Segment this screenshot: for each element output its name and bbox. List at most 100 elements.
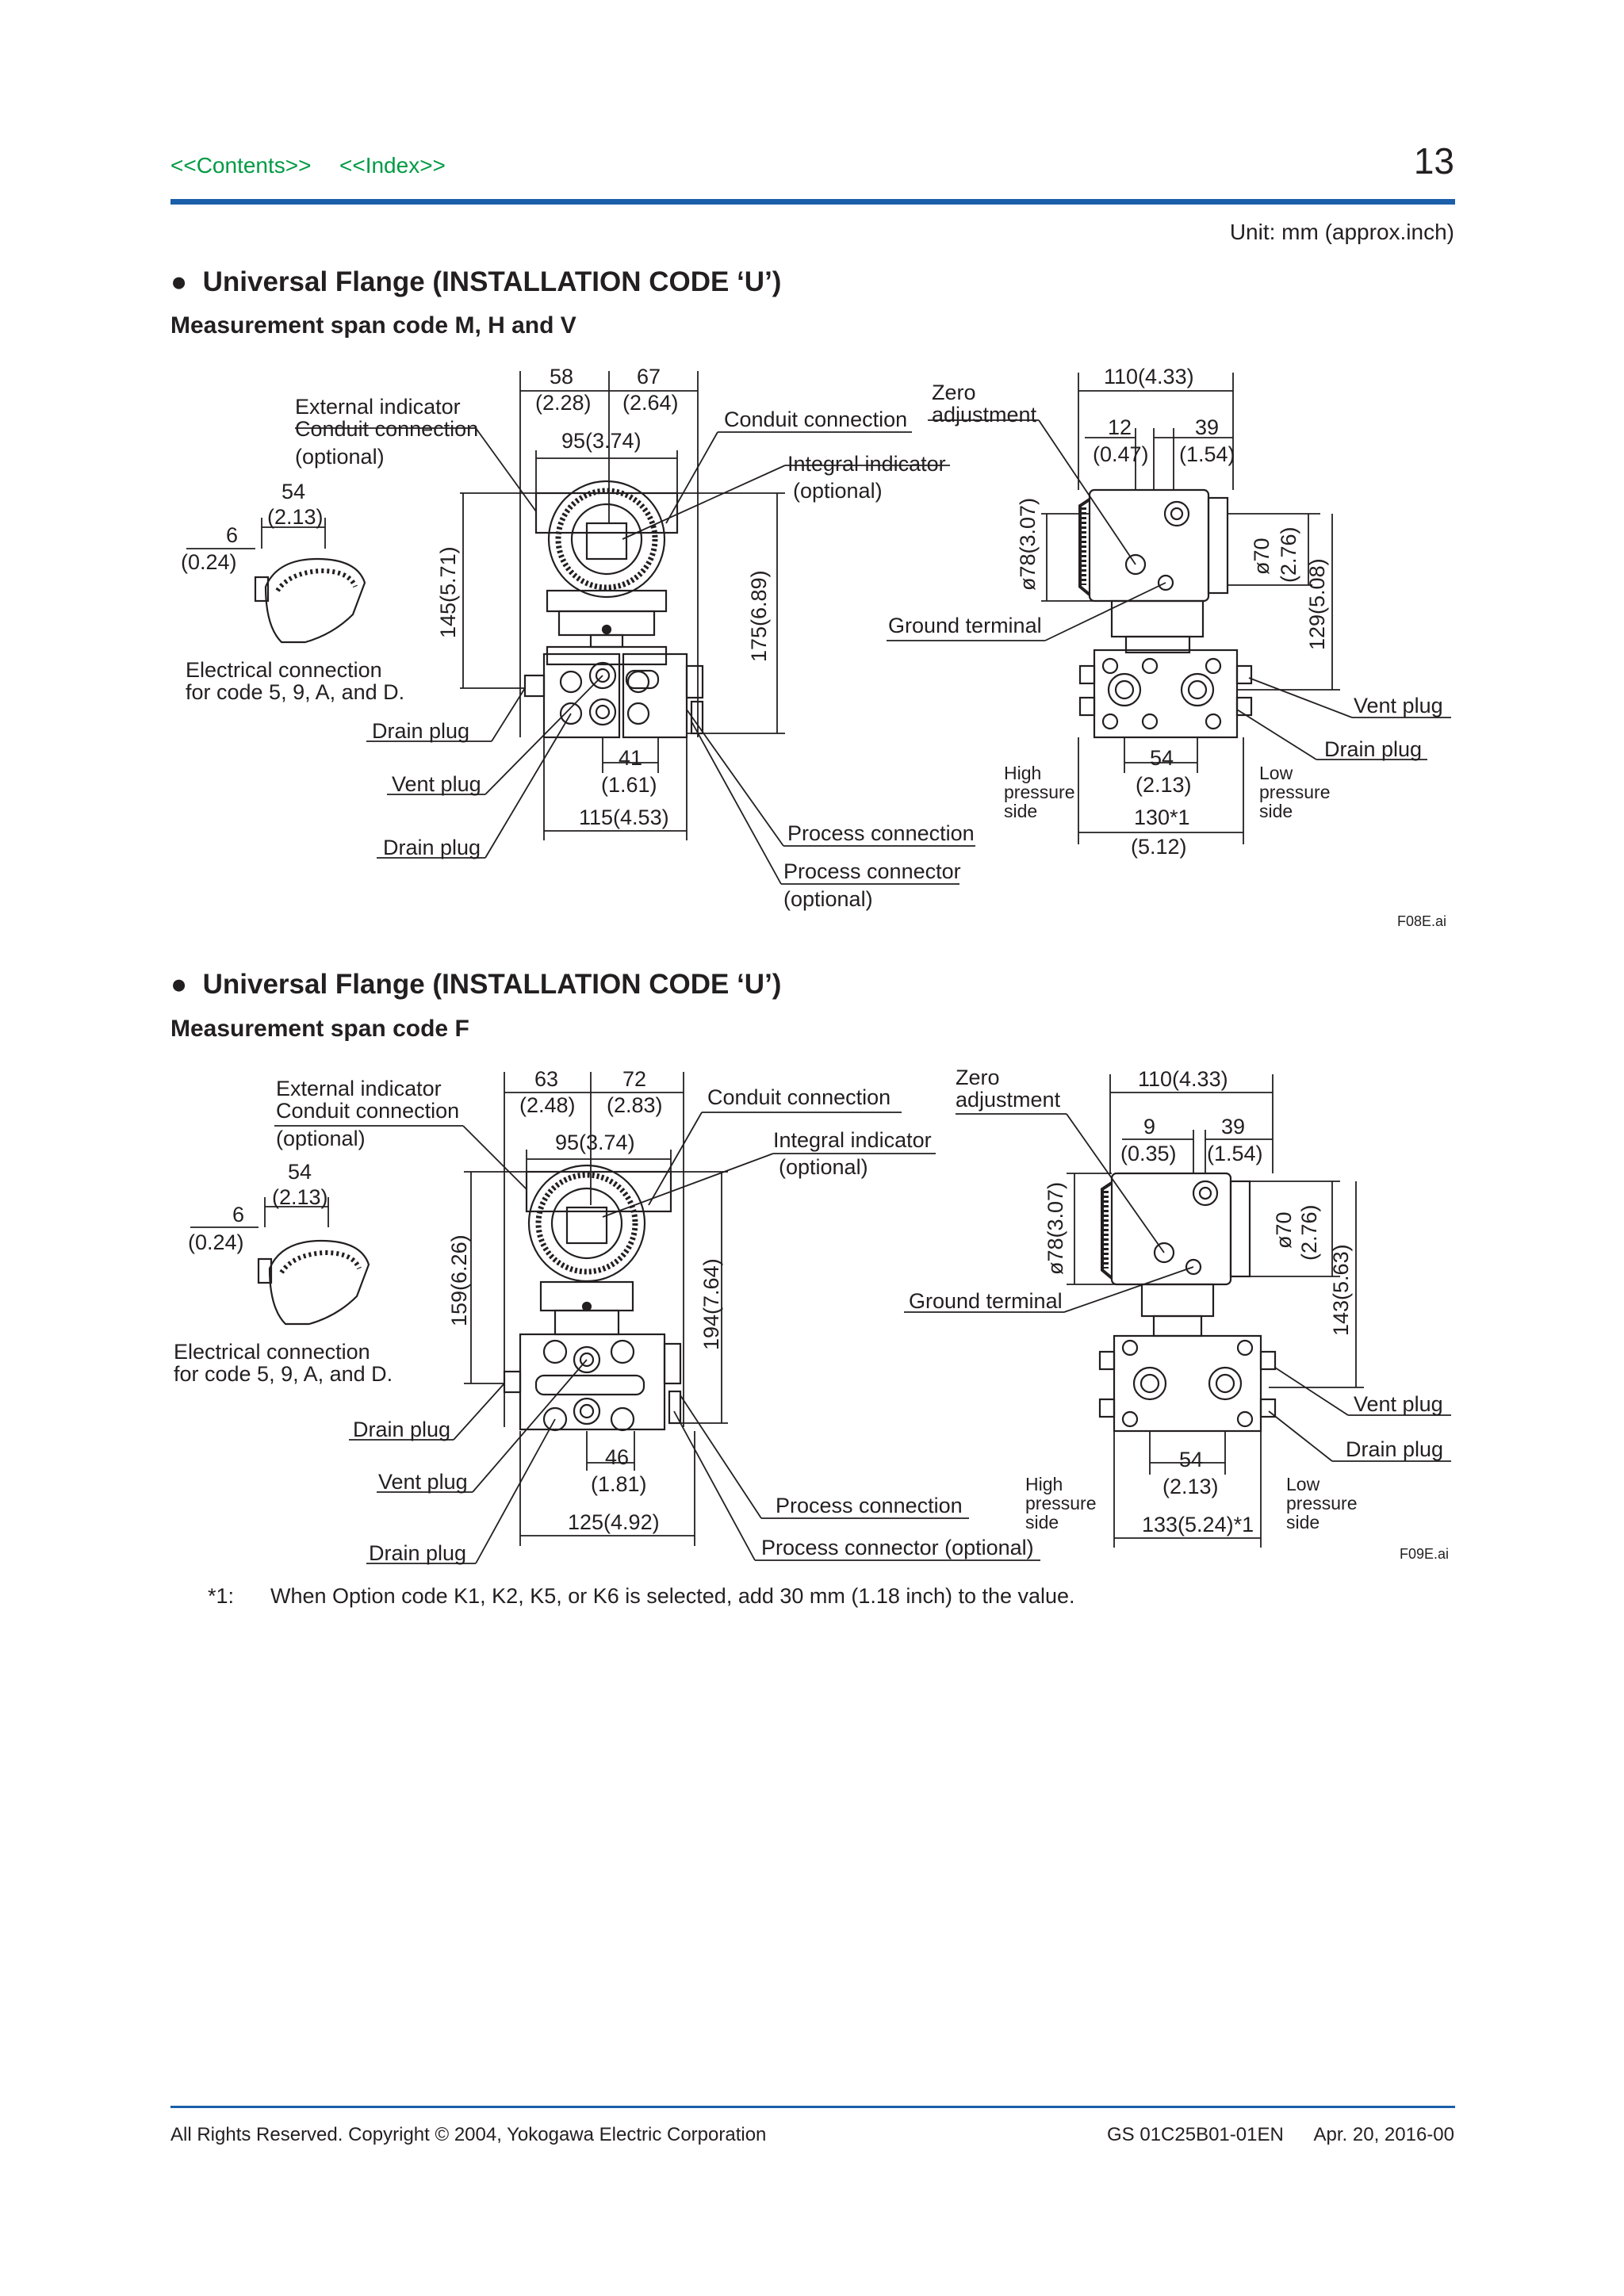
dim-95-2: 95(3.74) (555, 1131, 635, 1154)
dim-70-inch-2: (2.76) (1297, 1204, 1321, 1261)
dim-159: 159(6.26) (447, 1234, 471, 1326)
label-process-connection: Process connection (787, 821, 975, 845)
footer-rule (170, 2106, 1455, 2108)
dim-143: 143(5.63) (1329, 1244, 1353, 1336)
dim-70-inch: (2.76) (1277, 526, 1300, 583)
dim-39: 39 (1195, 415, 1219, 439)
label-electrical-codes: for code 5, 9, A, and D. (186, 680, 404, 704)
label-process-connection-2: Process connection (776, 1494, 963, 1517)
label-low-pressure-2: pressure (1286, 1493, 1357, 1513)
label-low-pressure: pressure (1259, 782, 1330, 802)
section2-subtitle: Measurement span code F (170, 1016, 469, 1042)
side-view-body (1078, 488, 1253, 739)
dim-6: 6 (226, 523, 238, 547)
dim-54-elec-inch-2: (2.13) (272, 1185, 328, 1209)
dim-70-2: ø70 (1272, 1211, 1296, 1249)
footer-copyright: All Rights Reserved. Copyright © 2004, Y… (170, 2124, 767, 2145)
label-vent-plug-2: Vent plug (378, 1470, 468, 1494)
label-integral-indicator: Integral indicator (787, 452, 946, 476)
leader-lines-2 (190, 1072, 1451, 1564)
dim-12-inch: (0.47) (1093, 442, 1149, 466)
dim-54-elec-inch: (2.13) (267, 505, 324, 529)
dim-78-2: ø78(3.07) (1044, 1182, 1067, 1275)
page-number: 13 (1413, 140, 1454, 182)
label-drain-plug-1: Drain plug (372, 719, 469, 743)
figure-id-f09e: F09E.ai (1400, 1546, 1449, 1562)
dim-54-side-2: 54 (1179, 1448, 1203, 1471)
dim-58-inch: (2.28) (535, 391, 592, 415)
dim-58: 58 (550, 365, 573, 388)
footnote-mark: *1: (208, 1584, 235, 1608)
dim-115: 115(4.53) (579, 806, 669, 829)
dim-63-inch: (2.48) (519, 1093, 576, 1117)
header-rule (170, 199, 1455, 205)
label-ground-terminal-2: Ground terminal (909, 1289, 1063, 1313)
dim-175: 175(6.89) (747, 570, 771, 662)
dim-194: 194(7.64) (699, 1258, 723, 1350)
dim-72-inch: (2.83) (607, 1093, 663, 1117)
label-ground-terminal: Ground terminal (888, 614, 1042, 637)
footnote-text: When Option code K1, K2, K5, or K6 is se… (270, 1584, 1075, 1608)
dim-95: 95(3.74) (561, 429, 642, 453)
dim-130: 130*1 (1134, 806, 1190, 829)
side-view-body-2 (1098, 1172, 1277, 1433)
dim-6-2: 6 (232, 1203, 244, 1226)
label-adjustment-2: adjustment (956, 1088, 1061, 1112)
dim-41: 41 (619, 746, 642, 770)
label-low-2: Low (1286, 1474, 1320, 1494)
dim-54-elec: 54 (282, 480, 305, 503)
label-drain-plug-2: Drain plug (383, 836, 481, 859)
label-integral-indicator-2: Integral indicator (773, 1128, 932, 1152)
label-vent-plug-right-2: Vent plug (1354, 1392, 1443, 1416)
section1-title: ● Universal Flange (INSTALLATION CODE ‘U… (170, 266, 782, 297)
label-electrical-connection-2: Electrical connection (174, 1340, 370, 1364)
label-high: High (1004, 763, 1041, 783)
dim-46-inch: (1.81) (591, 1472, 647, 1496)
bullet-icon: ● (170, 969, 203, 1000)
label-external-indicator: External indicator (295, 395, 461, 419)
dim-9: 9 (1143, 1115, 1155, 1138)
dim-54-side-inch: (2.13) (1136, 773, 1192, 797)
label-external-indicator-2: External indicator (276, 1077, 442, 1100)
dim-54-side-inch-2: (2.13) (1162, 1475, 1219, 1498)
dim-6-inch-2: (0.24) (188, 1230, 244, 1254)
label-drain-plug-right-2: Drain plug (1346, 1437, 1443, 1461)
label-vent-plug-right: Vent plug (1354, 694, 1443, 718)
dim-125: 125(4.92) (568, 1510, 660, 1534)
drawing-labels-2: 63 (2.48) 72 (2.83) External indicator C… (174, 1066, 1449, 1565)
label-adjustment: adjustment (932, 403, 1037, 427)
label-conduit-connection: Conduit connection (724, 408, 907, 431)
dim-110-2: 110(4.33) (1138, 1067, 1228, 1091)
label-conduit-connection-opt: Conduit connection (295, 417, 478, 441)
dim-70: ø70 (1250, 538, 1274, 575)
label-process-connector-2: Process connector (optional) (761, 1536, 1034, 1559)
dim-12: 12 (1108, 415, 1132, 439)
dim-39-2: 39 (1221, 1115, 1245, 1138)
contents-link[interactable]: <<Contents>> (170, 153, 312, 178)
dim-46: 46 (605, 1445, 629, 1469)
label-process-connector: Process connector (783, 859, 961, 883)
dim-78: ø78(3.07) (1016, 498, 1040, 591)
label-conduit-connection-opt-2: Conduit connection (276, 1099, 459, 1123)
label-drain-plug-4: Drain plug (369, 1541, 466, 1565)
section2-title: ● Universal Flange (INSTALLATION CODE ‘U… (170, 969, 782, 1000)
index-link[interactable]: <<Index>> (339, 153, 446, 178)
dim-110: 110(4.33) (1104, 365, 1194, 388)
dim-41-inch: (1.61) (601, 773, 657, 797)
label-drain-plug-3: Drain plug (353, 1418, 450, 1441)
unit-note: Unit: mm (approx.inch) (1229, 220, 1454, 244)
dim-145: 145(5.71) (436, 546, 460, 638)
label-low-side-2: side (1286, 1512, 1320, 1533)
dim-54-elec-2: 54 (288, 1160, 312, 1184)
front-view-body-2 (257, 1164, 682, 1432)
label-integral-optional: (optional) (793, 479, 883, 503)
dim-67-inch: (2.64) (622, 391, 679, 415)
dim-39-inch: (1.54) (1179, 442, 1235, 466)
drawing-fig-f08e: 58 (2.28) 67 (2.64) External indicator C… (181, 365, 1451, 929)
label-high-pressure-2: pressure (1025, 1493, 1096, 1513)
drawing-fig-f09e: 63 (2.48) 72 (2.83) External indicator C… (174, 1066, 1451, 1565)
label-low: Low (1259, 763, 1293, 783)
label-drain-plug-right: Drain plug (1324, 737, 1422, 761)
dim-133: 133(5.24)*1 (1142, 1513, 1254, 1536)
dim-67: 67 (637, 365, 661, 388)
